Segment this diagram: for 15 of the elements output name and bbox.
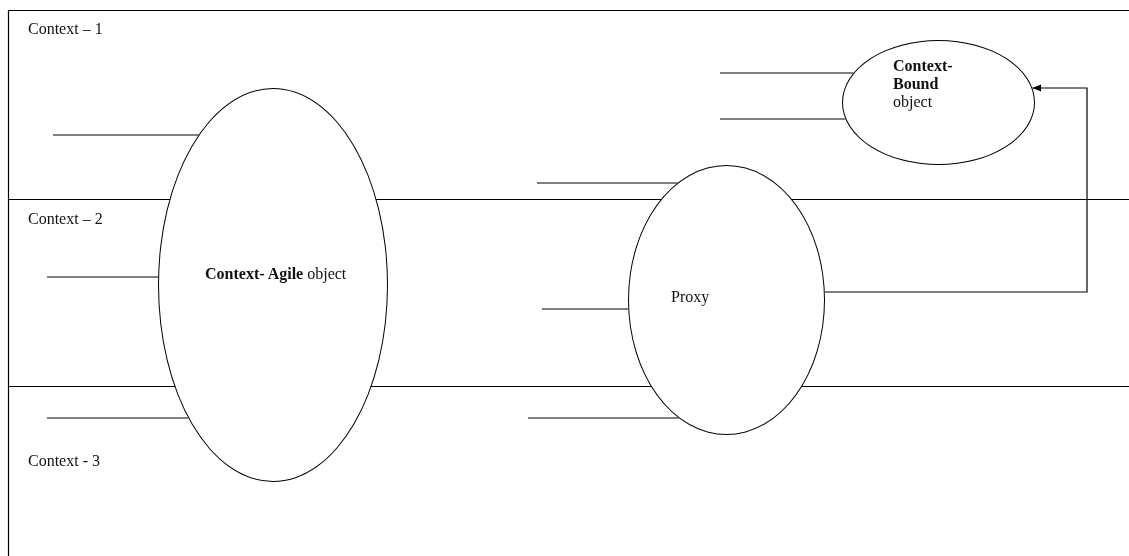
connector-line — [52, 134, 200, 136]
connector-line — [46, 276, 159, 278]
node-label: Context- Agile object — [205, 265, 348, 283]
connector-line — [527, 417, 680, 419]
context-label: Context – 2 — [28, 210, 103, 228]
node-label: Context- Bound object — [893, 57, 954, 111]
arrow — [824, 84, 1088, 293]
connector-line — [719, 72, 855, 74]
context-label: Context - 3 — [28, 452, 100, 470]
context-label: Context – 1 — [28, 20, 103, 38]
connector-line — [541, 308, 629, 310]
connector-line — [719, 118, 846, 120]
connector-line — [536, 182, 678, 184]
connector-line — [46, 417, 189, 419]
node-label: Proxy — [671, 288, 711, 306]
